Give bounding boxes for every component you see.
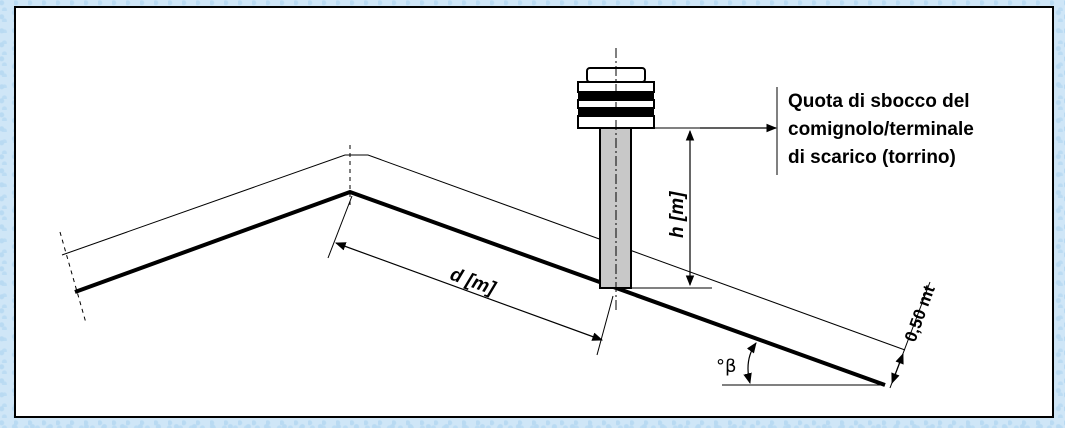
distance-extension-right xyxy=(596,295,614,356)
roof-offset-line xyxy=(61,154,906,351)
outlet-label-line3: di scarico (torrino) xyxy=(788,147,956,168)
diagram-frame xyxy=(14,6,1054,418)
distance-dimension-arrow xyxy=(334,242,604,341)
height-label: h [m] xyxy=(667,191,688,238)
left-end-dashed-line xyxy=(59,231,87,324)
outlet-label-line1: Quota di sbocco del xyxy=(788,91,970,112)
outlet-label-line2: comignolo/terminale xyxy=(788,119,974,140)
offset-extension-line xyxy=(889,281,931,389)
angle-arc-arrow xyxy=(743,342,757,385)
offset-label: 0,50 mt xyxy=(901,282,939,344)
angle-label: °β xyxy=(716,356,737,377)
roof-surface-line xyxy=(74,189,886,387)
ridge-dimension-extension xyxy=(327,195,353,259)
distance-label: d [m] xyxy=(447,264,498,300)
